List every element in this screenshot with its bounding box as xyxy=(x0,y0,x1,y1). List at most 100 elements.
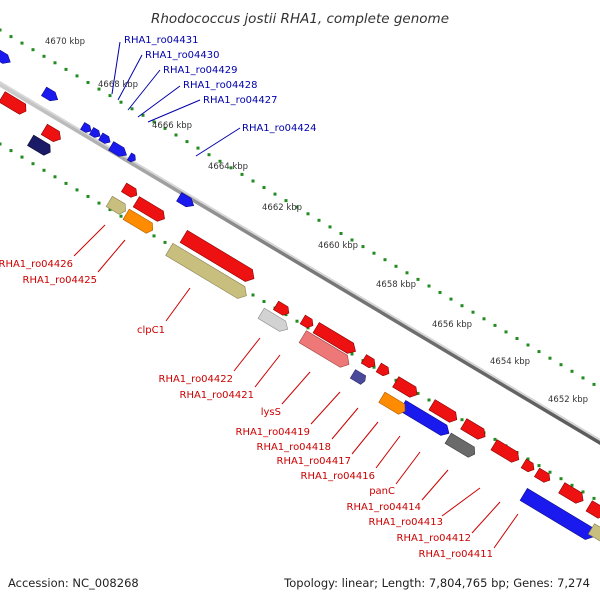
ruler-dot xyxy=(427,398,431,402)
ruler-dot xyxy=(152,234,156,238)
gene-arrow[interactable] xyxy=(360,354,377,370)
gene-label[interactable]: RHA1_ro04429 xyxy=(163,65,238,76)
ruler-dot xyxy=(229,166,233,170)
ruler-dot xyxy=(537,350,541,354)
gene-label[interactable]: RHA1_ro04412 xyxy=(397,533,472,544)
ruler-dot xyxy=(350,352,354,356)
ruler-dot xyxy=(537,464,541,468)
gene-arrow[interactable] xyxy=(132,196,167,224)
ruler-dot xyxy=(284,313,288,317)
ruler-dot xyxy=(471,310,475,314)
gene-arrow[interactable] xyxy=(98,132,113,146)
gene-arrow[interactable] xyxy=(41,86,60,104)
gene-arrow[interactable] xyxy=(534,467,552,484)
gene-label[interactable]: RHA1_ro04417 xyxy=(277,456,352,467)
gene-arrow[interactable] xyxy=(587,523,600,545)
ruler-dot xyxy=(273,192,277,196)
gene-label[interactable]: RHA1_ro04421 xyxy=(180,390,255,401)
ruler-dot xyxy=(361,245,365,249)
ruler-dot xyxy=(372,365,376,369)
ruler-dot xyxy=(42,168,46,172)
gene-arrow[interactable] xyxy=(108,141,130,160)
gene-arrow[interactable] xyxy=(179,229,257,284)
ruler-tick: 4664 kbp xyxy=(208,162,248,172)
ruler-dot xyxy=(460,418,464,422)
ruler-dot xyxy=(119,214,123,218)
gene-label[interactable]: RHA1_ro04413 xyxy=(369,517,444,528)
gene-label[interactable]: RHA1_ro04418 xyxy=(257,442,332,453)
ruler-dot xyxy=(0,28,2,32)
gene-label[interactable]: clpC1 xyxy=(137,325,165,336)
gene-arrow[interactable] xyxy=(105,195,128,216)
gene-arrow[interactable] xyxy=(349,369,367,386)
gene-arrow[interactable] xyxy=(520,458,536,474)
ruler-dot xyxy=(174,133,178,137)
gene-label[interactable]: RHA1_ro04411 xyxy=(419,549,494,560)
ruler-dot xyxy=(75,74,79,78)
gene-arrow[interactable] xyxy=(312,322,359,357)
ruler-tick: 4668 kbp xyxy=(98,80,138,90)
ruler-tick: 4652 kbp xyxy=(548,395,588,405)
gene-arrow[interactable] xyxy=(558,482,587,506)
gene-arrow[interactable] xyxy=(176,192,197,210)
ruler-tick: 4662 kbp xyxy=(262,203,302,213)
ruler-dot xyxy=(218,159,222,163)
gene-arrow[interactable] xyxy=(378,391,408,416)
gene-label[interactable]: RHA1_ro04424 xyxy=(242,123,317,134)
gene-arrow[interactable] xyxy=(126,152,137,163)
ruler-dot xyxy=(306,326,310,330)
gene-label[interactable]: RHA1_ro04422 xyxy=(159,374,234,385)
gene-arrow[interactable] xyxy=(165,242,250,301)
ruler-dot xyxy=(130,107,134,111)
gene-arrow[interactable] xyxy=(460,418,489,442)
gene-label[interactable]: lysS xyxy=(261,407,281,418)
gene-label[interactable]: RHA1_ro04427 xyxy=(203,95,278,106)
ruler-dot xyxy=(515,337,519,340)
gene-arrow[interactable] xyxy=(121,182,139,199)
ruler-dot xyxy=(163,240,167,244)
gene-label[interactable]: RHA1_ro04419 xyxy=(236,427,311,438)
ruler-dot xyxy=(108,94,112,98)
ruler-dot xyxy=(383,258,387,262)
gene-label[interactable]: RHA1_ro04428 xyxy=(183,80,258,91)
gene-label[interactable]: RHA1_ro04414 xyxy=(347,502,422,513)
gene-arrow[interactable] xyxy=(444,432,478,459)
ruler-dot xyxy=(251,179,255,183)
ruler-tick: 4658 kbp xyxy=(376,280,416,290)
ruler-tick: 4666 kbp xyxy=(152,121,192,131)
gene-label[interactable]: panC xyxy=(369,486,395,497)
gene-arrow[interactable] xyxy=(0,47,13,67)
gene-arrow[interactable] xyxy=(490,439,522,465)
gene-arrow[interactable] xyxy=(27,134,53,157)
ruler-dot xyxy=(493,437,497,441)
gene-label[interactable]: RHA1_ro04426 xyxy=(0,259,73,270)
gene-arrow[interactable] xyxy=(257,307,291,334)
ruler-ticks: 4670 kbp 4668 kbp 4666 kbp 4664 kbp 4662… xyxy=(45,37,588,405)
gene-arrow[interactable] xyxy=(40,123,63,144)
gene-label[interactable]: RHA1_ro04430 xyxy=(145,50,220,61)
gene-arrow[interactable] xyxy=(298,330,352,371)
gene-arrow[interactable] xyxy=(0,91,29,117)
gene-label[interactable]: RHA1_ro04431 xyxy=(124,35,199,46)
gene-arrow[interactable] xyxy=(585,500,600,521)
ruler-tick: 4670 kbp xyxy=(45,37,85,47)
gene-label[interactable]: RHA1_ro04416 xyxy=(301,471,376,482)
gene-arrow[interactable] xyxy=(80,122,94,135)
gene-arrow[interactable] xyxy=(89,127,103,140)
gene-arrow[interactable] xyxy=(273,300,291,317)
ruler-dot xyxy=(53,175,57,179)
ruler-dot xyxy=(31,48,35,52)
gene-arrow[interactable] xyxy=(428,399,460,425)
label-leaders xyxy=(73,41,519,549)
ruler-dot xyxy=(185,140,189,144)
gene-label[interactable]: RHA1_ro04425 xyxy=(23,275,98,286)
ruler-dot xyxy=(493,323,497,327)
ruler-tick: 4656 kbp xyxy=(432,320,472,330)
ruler-dot xyxy=(581,490,585,494)
ruler-dot xyxy=(20,41,24,45)
gene-arrow[interactable] xyxy=(519,487,597,542)
gene-arrow[interactable] xyxy=(122,208,156,235)
gene-arrow[interactable] xyxy=(375,362,391,378)
gene-arrow[interactable] xyxy=(299,314,315,330)
gene-arrow[interactable] xyxy=(392,376,421,400)
